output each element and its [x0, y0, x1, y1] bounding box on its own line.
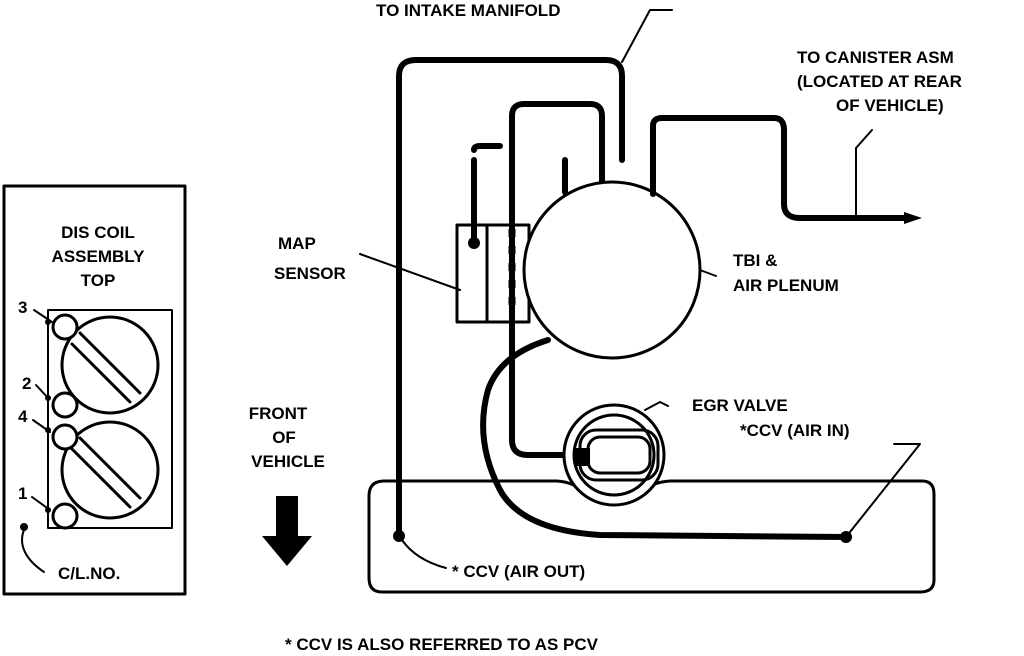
dis-coil-panel-border — [2, 184, 187, 596]
canister-hose — [650, 115, 909, 221]
lower-coil-stripe-b — [70, 447, 132, 509]
lower-coil-stripe-a — [78, 436, 142, 500]
canister-label-line2: (LOCATED AT REAR — [797, 72, 962, 91]
canister-label-line3: OF VEHICLE) — [836, 96, 944, 115]
front-label-line3: VEHICLE — [251, 452, 325, 471]
map-sensor-label-line2: SENSOR — [274, 264, 346, 283]
upper-coil-stripe-a — [78, 331, 142, 395]
dis-coil-title-line1: DIS COIL — [61, 223, 135, 242]
coil-terminal-3 — [51, 313, 79, 341]
coil-number-4: 4 — [18, 407, 28, 426]
map-sensor-body — [455, 223, 531, 324]
tbi-label-line1: TBI & — [733, 251, 777, 270]
centerline-marker — [20, 523, 28, 531]
dis-coil-title-line3: TOP — [81, 271, 116, 290]
canister-label-line1: TO CANISTER ASM — [797, 48, 954, 67]
coil-assembly-outline — [47, 309, 173, 529]
front-of-vehicle-indicator: FRONT OF VEHICLE — [249, 404, 325, 566]
egr-valve-label: EGR VALVE — [692, 396, 788, 415]
dis-coil-title-line2: ASSEMBLY — [52, 247, 146, 266]
map-sensor-label-line1: MAP — [278, 234, 316, 253]
coil-terminal-1 — [51, 502, 79, 530]
intake-manifold-label: TO INTAKE MANIFOLD — [376, 1, 560, 20]
coil-number-1: 1 — [18, 484, 27, 503]
front-label-line1: FRONT — [249, 404, 308, 423]
tbi-label-line2: AIR PLENUM — [733, 276, 839, 295]
front-label-line2: OF — [272, 428, 296, 447]
tbi-air-plenum — [522, 180, 702, 360]
front-of-vehicle-arrow-icon — [262, 496, 312, 566]
intake-manifold-hose — [396, 57, 625, 536]
coil-terminal-4 — [51, 423, 79, 451]
footnote: * CCV IS ALSO REFERRED TO AS PCV — [285, 635, 599, 654]
centerline-number-label: C/L.NO. — [58, 564, 120, 583]
ccv-fresh-air-hose — [480, 337, 849, 540]
engine-hose-routing — [359, 9, 936, 594]
ccv-air-out-label: * CCV (AIR OUT) — [452, 562, 585, 581]
coil-terminal-2 — [51, 391, 79, 419]
coil-number-2: 2 — [22, 374, 31, 393]
ccv-air-in-label: *CCV (AIR IN) — [740, 421, 850, 440]
egr-hose — [509, 137, 577, 458]
coil-number-3: 3 — [18, 298, 27, 317]
dis-coil-panel: DIS COIL ASSEMBLY TOP 3 2 4 1 C/L.NO — [2, 184, 187, 596]
upper-coil-stripe-b — [70, 342, 132, 404]
